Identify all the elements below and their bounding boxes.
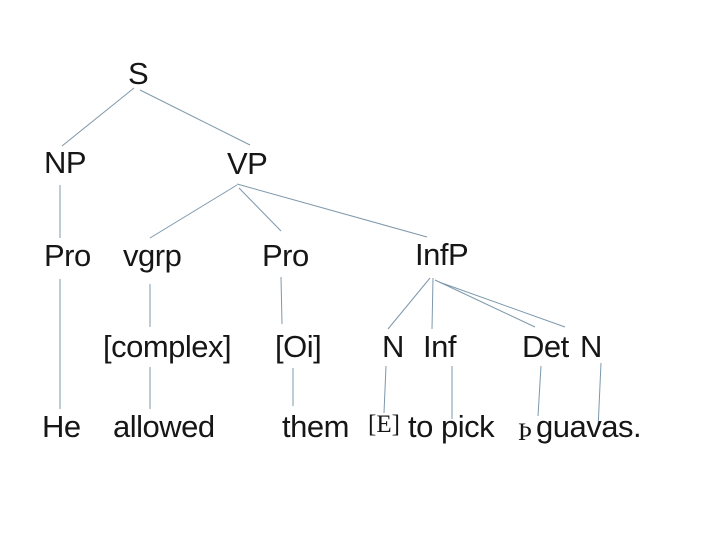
tree-node-infp: InfP	[415, 237, 469, 272]
terminal-word-to-pick: to pick	[408, 409, 495, 444]
tree-node-vp: VP	[227, 146, 268, 181]
terminal-word-them: them	[282, 409, 349, 444]
tree-node-s: S	[128, 56, 149, 91]
terminal-word-empty-e: [E]	[368, 411, 400, 438]
branch-vp-infp	[236, 183, 428, 238]
tree-node-pro-object: Pro	[262, 238, 309, 273]
terminal-word-allowed: allowed	[113, 409, 215, 444]
tree-node-vgrp: vgrp	[123, 238, 182, 273]
tree-node-n1: N	[382, 329, 404, 364]
branch-infp-det	[434, 279, 536, 328]
tree-node-complex: [complex]	[103, 329, 232, 364]
branch-vp-vgrp	[149, 184, 238, 239]
tree-node-oi: [Oi]	[275, 329, 322, 364]
tree-node-np: NP	[44, 145, 87, 180]
tree-node-pro-subject: Pro	[44, 238, 91, 273]
branch-vp-pro-object	[238, 187, 282, 232]
branch-n1-empty-e	[383, 365, 387, 414]
tree-node-inf: Inf	[423, 329, 456, 364]
branch-infp-n1	[387, 277, 431, 330]
tree-node-n2: N	[580, 329, 602, 364]
branch-infp-n2	[438, 281, 566, 328]
branch-det-thorn-det	[537, 365, 542, 417]
terminal-word-guavas: guavas.	[536, 409, 642, 444]
branch-s-np	[61, 87, 135, 147]
tree-node-det: Det	[522, 329, 569, 364]
terminal-word-thorn-det: Þ	[518, 419, 532, 446]
branch-infp-inf	[431, 277, 434, 330]
terminal-word-he: He	[42, 409, 81, 444]
branch-n2-guavas	[597, 362, 602, 430]
branch-pro-object-oi	[280, 276, 283, 325]
branch-s-vp	[139, 89, 251, 146]
